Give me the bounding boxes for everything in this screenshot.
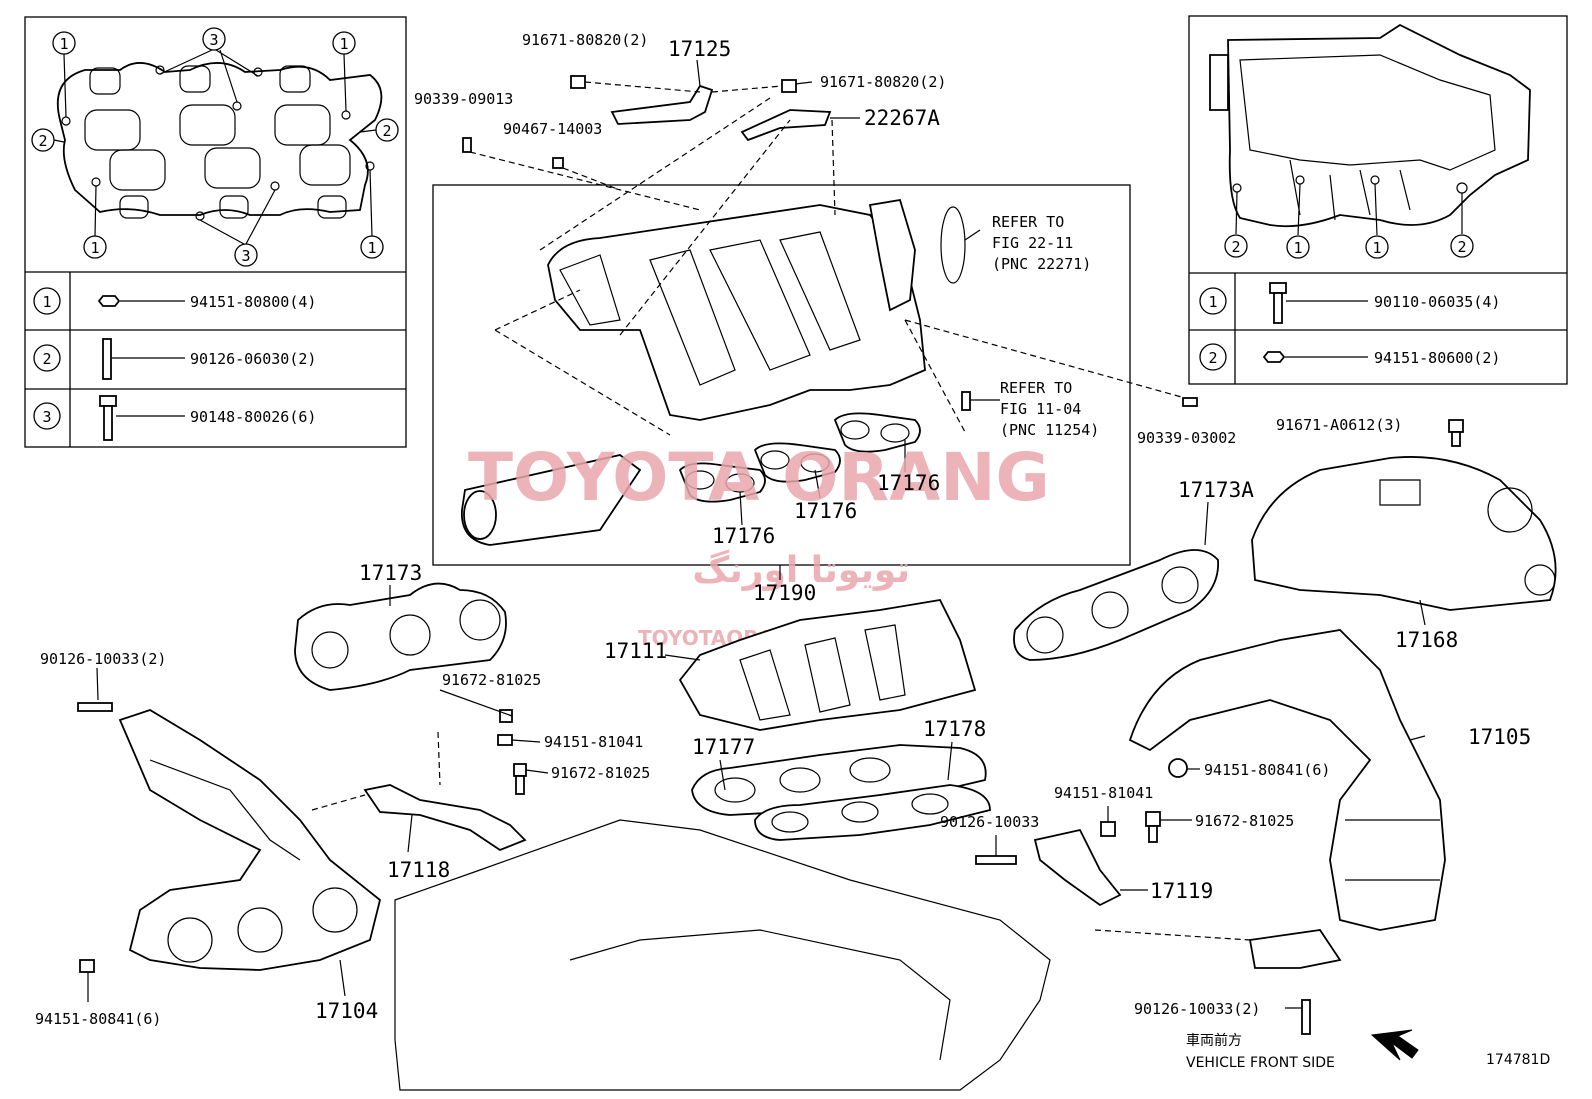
svg-text:2: 2 xyxy=(1231,238,1240,256)
svg-text:1: 1 xyxy=(90,239,99,257)
legend-row-1: 1 94151-80800(4) xyxy=(33,287,316,315)
legend-part-3: 90148-80026(6) xyxy=(190,408,316,426)
label-17111: 17111 xyxy=(604,639,667,663)
svg-text:2: 2 xyxy=(1457,238,1466,256)
label-17176-b: 17176 xyxy=(794,499,857,523)
front-label-jp: 車両前方 xyxy=(1186,1032,1242,1049)
label-22267A: 22267A xyxy=(864,106,940,130)
watermark-arabic: تویوتا اورنگ xyxy=(692,549,910,591)
callout-2-left: 2 xyxy=(31,128,55,152)
label-94151-81041-a: 94151-81041 xyxy=(544,733,643,751)
label-17190: 17190 xyxy=(753,581,816,605)
callout-1-inset-right-a: 1 xyxy=(1286,235,1310,259)
label-17178: 17178 xyxy=(923,717,986,741)
label-90126-10033-2-left: 90126-10033(2) xyxy=(40,650,166,668)
svg-text:1: 1 xyxy=(1293,239,1302,257)
svg-text:1: 1 xyxy=(59,35,68,53)
label-90126-10033: 90126-10033 xyxy=(940,813,1039,831)
legend-right-row-1: 1 90110-06035(4) xyxy=(1199,282,1500,324)
svg-text:1: 1 xyxy=(1372,239,1381,257)
svg-text:1: 1 xyxy=(367,239,376,257)
refer1-line3: (PNC 22271) xyxy=(992,255,1091,273)
right-inset: 2 1 1 2 1 90110-06035(4) 2 94151-80600(2… xyxy=(1188,15,1568,385)
label-91672-81025-c: 91672-81025 xyxy=(1195,812,1294,830)
legend-part-2: 90126-06030(2) xyxy=(190,350,316,368)
label-90339-03002: 90339-03002 xyxy=(1137,429,1236,447)
legend-right-part-1: 90110-06035(4) xyxy=(1374,293,1500,311)
label-17173: 17173 xyxy=(359,561,422,585)
svg-text:2: 2 xyxy=(382,122,391,140)
callout-1-bottom-left: 1 xyxy=(83,235,107,259)
refer2-line2: FIG 11-04 xyxy=(1000,400,1081,418)
label-91671-80820-b: 91671-80820(2) xyxy=(820,73,946,91)
lower-parts xyxy=(77,456,1557,1091)
label-91672-81025-a: 91672-81025 xyxy=(442,671,541,689)
label-17125: 17125 xyxy=(668,37,731,61)
label-94151-80841-6-left: 94151-80841(6) xyxy=(35,1010,161,1028)
svg-text:1: 1 xyxy=(339,35,348,53)
svg-text:1: 1 xyxy=(1208,293,1217,311)
svg-text:1: 1 xyxy=(42,293,51,311)
label-17176-a: 17176 xyxy=(712,524,775,548)
label-94151-81041-b: 94151-81041 xyxy=(1054,784,1153,802)
label-90339-09013: 90339-09013 xyxy=(414,90,513,108)
refer2-line3: (PNC 11254) xyxy=(1000,421,1099,439)
svg-text:3: 3 xyxy=(209,31,218,49)
svg-text:3: 3 xyxy=(42,408,51,426)
refer1-line2: FIG 22-11 xyxy=(992,234,1073,252)
label-17177: 17177 xyxy=(692,735,755,759)
label-17168: 17168 xyxy=(1395,628,1458,652)
diagram-id: 174781D xyxy=(1486,1052,1550,1068)
label-17118: 17118 xyxy=(387,858,450,882)
callout-3-top: 3 xyxy=(202,27,226,51)
svg-text:2: 2 xyxy=(38,132,47,150)
refer2-line1: REFER TO xyxy=(1000,379,1072,397)
legend-row-2: 2 90126-06030(2) xyxy=(33,338,316,380)
callout-1-top-left: 1 xyxy=(52,31,76,55)
callout-2-inset-right-a: 2 xyxy=(1224,234,1248,258)
legend-right-part-2: 94151-80600(2) xyxy=(1374,349,1500,367)
svg-text:2: 2 xyxy=(42,350,51,368)
legend-row-3: 3 90148-80026(6) xyxy=(33,395,316,441)
front-arrow-icon xyxy=(1370,1029,1419,1061)
callout-1-inset-right-b: 1 xyxy=(1365,235,1389,259)
label-91671-80820-a: 91671-80820(2) xyxy=(522,31,648,49)
label-94151-80841-6-right: 94151-80841(6) xyxy=(1204,761,1330,779)
svg-text:2: 2 xyxy=(1208,349,1217,367)
callout-2-inset-right-b: 2 xyxy=(1450,234,1474,258)
label-90467-14003: 90467-14003 xyxy=(503,120,602,138)
intake-manifold-box xyxy=(432,184,1186,566)
callout-1-bottom-right: 1 xyxy=(360,235,384,259)
front-label-en: VEHICLE FRONT SIDE xyxy=(1186,1055,1335,1071)
label-17104: 17104 xyxy=(315,999,378,1023)
callout-3-bottom: 3 xyxy=(234,243,258,267)
label-90126-10033-2-bottom: 90126-10033(2) xyxy=(1134,1000,1260,1018)
part-labels: 91671-80820(2) 17125 91671-80820(2) 2226… xyxy=(35,31,1550,1071)
label-17119: 17119 xyxy=(1150,879,1213,903)
callout-2-right: 2 xyxy=(375,118,399,142)
refer1-line1: REFER TO xyxy=(992,213,1064,231)
legend-part-1: 94151-80800(4) xyxy=(190,293,316,311)
callout-1-top-right: 1 xyxy=(332,31,356,55)
left-inset: 1 3 1 2 2 1 3 1 1 94151-80800(4) 2 90126… xyxy=(24,16,407,448)
label-91671-A0612: 91671-A0612(3) xyxy=(1276,416,1402,434)
top-parts xyxy=(462,59,1464,447)
label-17173A: 17173A xyxy=(1178,478,1254,502)
label-17176-c: 17176 xyxy=(877,471,940,495)
watermark-main: TOYOTA ORANG xyxy=(468,439,1050,516)
label-17105: 17105 xyxy=(1468,725,1531,749)
svg-text:3: 3 xyxy=(241,247,250,265)
legend-right-row-2: 2 94151-80600(2) xyxy=(1199,343,1500,371)
label-91672-81025-b: 91672-81025 xyxy=(551,764,650,782)
